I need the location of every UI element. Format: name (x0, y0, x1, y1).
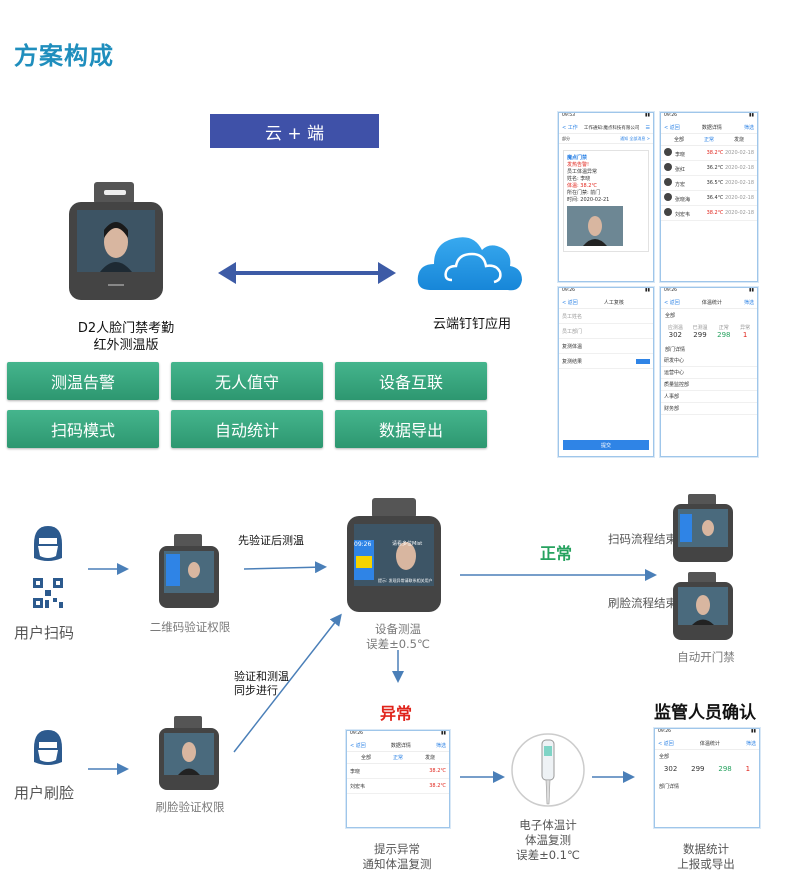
page-title: 方案构成 (14, 42, 114, 70)
cloud-label: 云端钉钉应用 (432, 317, 511, 332)
face-end-label: 刷脸流程结束 (608, 596, 677, 610)
open-gate-device-1 (673, 494, 733, 562)
phone1-back-link: < 工作 (562, 125, 578, 131)
stats-phone-screen: 09:26▮▮ < 返回体温统计筛选 全部 302 299 298 1 部门详情 (654, 728, 760, 828)
feature-device-interconnect: 设备互联 (335, 362, 487, 400)
cloud-terminal-banner: 云 + 端 (210, 114, 379, 148)
user-mask-icon-scan (34, 526, 62, 561)
device-label-line-1: D2人脸门禁考勤 (77, 321, 175, 336)
bidirectional-arrow (218, 262, 396, 284)
device-label: D2人脸门禁考勤 红外测温版 (66, 320, 186, 354)
qr-verify-device (159, 534, 219, 608)
temp-device-status: 请看多位Mist (392, 541, 423, 547)
phone1-title: 工作通知:魔点科技有限公司 (583, 125, 640, 131)
user-scan-label: 用户扫码 (14, 624, 75, 642)
device-label-line-2: 红外测温版 (93, 338, 159, 353)
device-temp-label: 设备测温 误差±0.5℃ (366, 622, 430, 651)
phone1-face-photo (567, 206, 623, 246)
verify-then-temp-label: 先验证后测温 (238, 534, 304, 547)
face-verify-device (159, 716, 219, 790)
feature-temp-alarm: 测温告警 (7, 362, 159, 400)
verify-and-temp-label: 验证和测温 同步进行 (234, 670, 289, 697)
thermometer-icon (511, 733, 585, 807)
temp-device (347, 498, 441, 612)
qr-verify-label: 二维码验证权限 (149, 620, 231, 634)
phone-notification-screen: 09:53▮▮ < 工作工作通知:魔点科技有限公司☰ 部分通知 全部消息 > 魔… (558, 112, 654, 282)
auto-open-label: 自动开门禁 (677, 650, 735, 664)
phone4-title: 体温统计 (701, 300, 722, 306)
user-face-label: 用户刷脸 (14, 784, 75, 802)
feature-auto-stats: 自动统计 (171, 410, 323, 448)
phone3-title: 人工复核 (603, 300, 624, 306)
phone2-title: 数据详情 (701, 125, 722, 131)
face-device-main (69, 182, 163, 300)
scan-end-label: 扫码流程结束 (608, 532, 677, 546)
open-gate-device-2 (673, 572, 733, 640)
user-mask-icon-face (34, 730, 62, 765)
thermometer-label: 电子体温计 体温复测 误差±0.1℃ (516, 818, 580, 862)
normal-label: 正常 (540, 544, 573, 563)
phone-manual-review-screen: 09:26▮▮ < 返回人工复核 员工姓名 员工部门 复测体温 复测结果 提交 (558, 287, 654, 457)
feature-scan-mode: 扫码模式 (7, 410, 159, 448)
supervisor-confirm-label: 监管人员确认 (654, 703, 756, 723)
qr-code-icon (33, 578, 63, 608)
temp-device-tip: 提示: 发现异常请联系相关用户 (378, 578, 433, 583)
feature-unattended: 无人值守 (171, 362, 323, 400)
abnormal-label: 异常 (380, 704, 413, 723)
feature-data-export: 数据导出 (335, 410, 487, 448)
phone1-msg-title: 魔点门禁 (567, 155, 588, 161)
temp-device-time: 09:26 (354, 541, 372, 548)
flow-arrows (88, 561, 657, 783)
cloud-icon (417, 237, 522, 291)
phone3-submit-button: 提交 (563, 440, 649, 450)
face-verify-label: 刷脸验证权限 (155, 800, 225, 814)
